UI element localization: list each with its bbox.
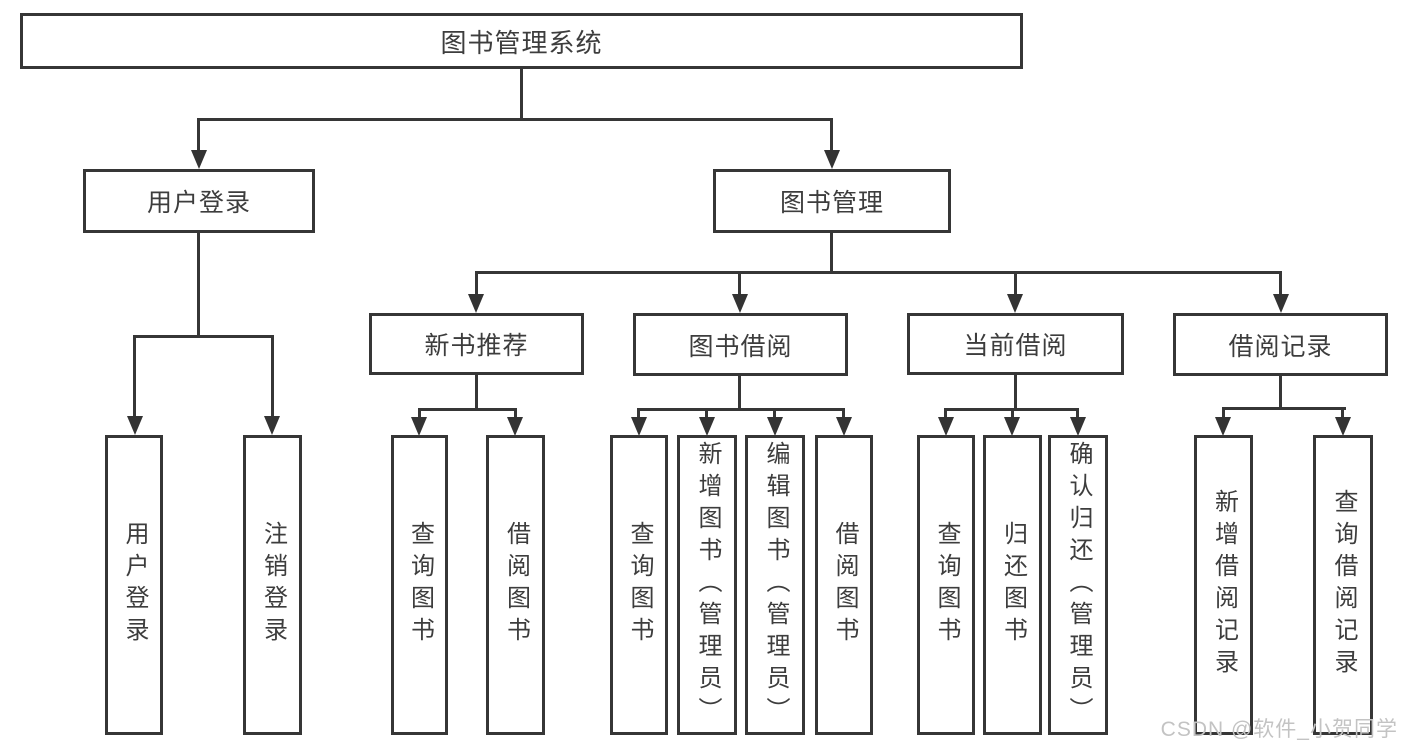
node-label: 新书推荐 — [424, 332, 529, 360]
arrowhead — [1007, 294, 1023, 313]
connector-book-borrowing-stem — [738, 376, 741, 408]
leaf-add-books-admin: 新增图书（管理员） — [677, 435, 737, 735]
arrowhead — [127, 416, 143, 435]
leaf-label: 借阅图书 — [502, 521, 530, 649]
node-new-book-recommendation: 新书推荐 — [369, 313, 584, 375]
connector-to-leaf — [637, 408, 640, 418]
leaf-label: 归还图书 — [999, 521, 1027, 649]
arrowhead — [767, 417, 783, 436]
arrowhead — [836, 417, 852, 436]
arrowhead — [411, 417, 427, 436]
connector-new-book-stem — [475, 375, 478, 408]
connector-to-leaf — [418, 408, 421, 418]
connector-to-book-borrowing — [738, 271, 741, 296]
leaf-label: 查询借阅记录 — [1330, 489, 1357, 681]
arrowhead — [1215, 417, 1231, 436]
leaf-label: 查询图书 — [406, 521, 434, 649]
node-label: 当前借阅 — [963, 332, 1068, 360]
leaf-borrow-books-recommend: 借阅图书 — [486, 435, 545, 735]
arrowhead — [1070, 417, 1086, 436]
node-label: 图书借阅 — [688, 332, 793, 361]
connector-to-leaf — [842, 408, 845, 418]
connector-to-leaf — [773, 408, 776, 418]
connector-to-user-login — [197, 118, 200, 152]
leaf-query-borrow-record: 查询借阅记录 — [1313, 435, 1373, 735]
node-label: 借阅记录 — [1228, 332, 1333, 361]
connector-to-leaf — [1076, 408, 1079, 418]
leaf-query-books-current: 查询图书 — [917, 435, 975, 735]
node-label: 用户登录 — [146, 189, 251, 217]
arrowhead — [1335, 417, 1351, 436]
arrowhead — [468, 294, 484, 313]
connector-to-leaf — [1341, 407, 1344, 418]
leaf-label: 新增图书（管理员） — [694, 441, 721, 729]
connector-to-leaf — [705, 408, 708, 418]
connector-user-login-stem — [197, 233, 200, 335]
connector-to-book-management — [830, 118, 833, 152]
connector-new-book-split — [418, 408, 517, 411]
connector-current-borrowing-stem — [1014, 375, 1017, 408]
connector-to-new-book — [475, 271, 478, 296]
arrowhead — [631, 417, 647, 436]
connector-to-borrowing-records — [1279, 271, 1282, 296]
node-label: 图书管理系统 — [440, 27, 603, 58]
arrowhead — [732, 294, 748, 313]
leaf-query-books-borrowing: 查询图书 — [610, 435, 668, 735]
connector-to-leaf — [1011, 408, 1014, 418]
leaf-label: 新增借阅记录 — [1210, 489, 1238, 681]
connector-to-leaf — [271, 335, 274, 417]
connector-borrowing-records-stem — [1279, 376, 1282, 407]
connector-root-stem — [520, 69, 523, 121]
arrowhead — [938, 417, 954, 436]
leaf-label: 查询图书 — [933, 521, 960, 649]
arrowhead — [507, 417, 523, 436]
connector-book-management-split — [475, 271, 1282, 274]
leaf-edit-books-admin: 编辑图书（管理员） — [745, 435, 805, 735]
arrowhead — [699, 417, 715, 436]
node-current-borrowing: 当前借阅 — [907, 313, 1124, 375]
leaf-label: 确认归还（管理员） — [1065, 441, 1092, 729]
leaf-add-borrow-record: 新增借阅记录 — [1194, 435, 1253, 735]
leaf-label: 查询图书 — [626, 521, 653, 649]
connector-to-current-borrowing — [1014, 271, 1017, 296]
arrowhead — [1273, 294, 1289, 313]
leaf-label: 注销登录 — [259, 521, 287, 649]
node-label: 图书管理 — [779, 189, 884, 217]
arrowhead — [1004, 417, 1020, 436]
connector-to-leaf — [1222, 407, 1225, 418]
leaf-confirm-return-admin: 确认归还（管理员） — [1048, 435, 1108, 735]
node-user-login: 用户登录 — [83, 169, 315, 233]
arrowhead — [824, 150, 840, 169]
arrowhead — [191, 150, 207, 169]
connector-root-split — [197, 118, 833, 121]
node-book-management: 图书管理 — [713, 169, 951, 233]
leaf-logout: 注销登录 — [243, 435, 302, 735]
csdn-watermark: CSDN @软件_小贺同学 — [1160, 718, 1398, 741]
connector-borrowing-records-split — [1222, 407, 1346, 410]
leaf-return-books: 归还图书 — [983, 435, 1042, 735]
leaf-borrow-books: 借阅图书 — [815, 435, 873, 735]
leaf-query-books-recommend: 查询图书 — [391, 435, 448, 735]
connector-user-login-split — [133, 335, 274, 338]
arrowhead — [264, 416, 280, 435]
connector-to-leaf — [944, 408, 947, 418]
leaf-label: 借阅图书 — [831, 521, 858, 649]
leaf-label: 用户登录 — [121, 521, 148, 649]
leaf-label: 编辑图书（管理员） — [762, 441, 789, 729]
node-library-management-system: 图书管理系统 — [20, 13, 1023, 69]
node-book-borrowing: 图书借阅 — [633, 313, 848, 376]
connector-to-leaf — [514, 408, 517, 418]
connector-book-borrowing-split — [637, 408, 845, 411]
connector-book-management-stem — [830, 233, 833, 273]
leaf-user-login: 用户登录 — [105, 435, 163, 735]
node-borrowing-records: 借阅记录 — [1173, 313, 1388, 376]
connector-to-leaf — [133, 335, 136, 417]
